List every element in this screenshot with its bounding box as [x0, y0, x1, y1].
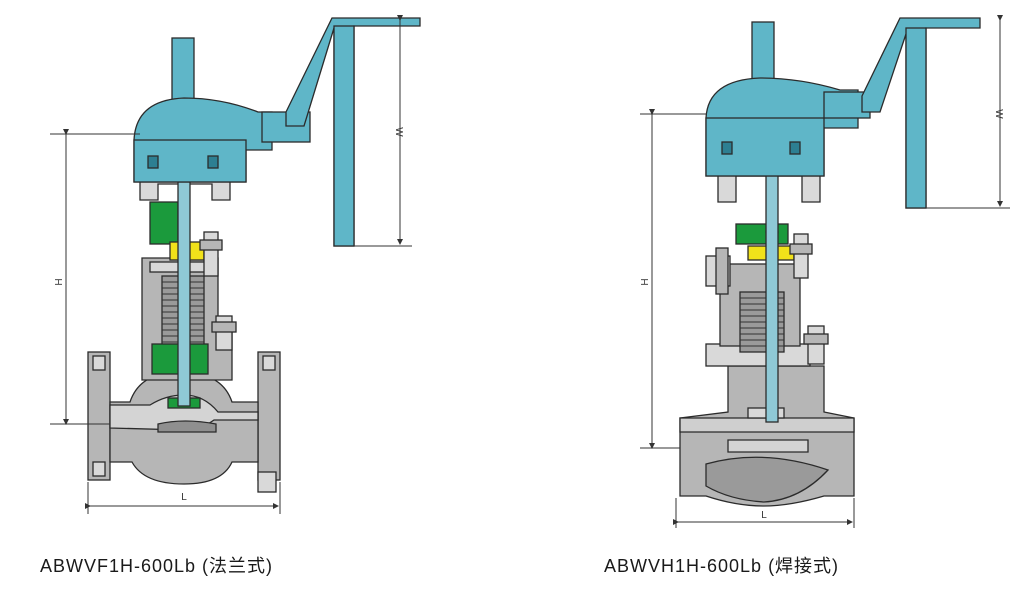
valve-body-welded — [679, 365, 855, 507]
dim-label-l-flanged: L — [181, 492, 187, 503]
dimension-lines-flanged — [50, 15, 412, 514]
packing-upper-flanged — [149, 201, 179, 245]
dim-label-h-flanged: H — [54, 278, 65, 285]
packing-upper-welded — [735, 223, 789, 245]
side-lock-welded — [705, 233, 829, 365]
dim-label-w-flanged: W — [393, 127, 404, 137]
flange-right — [257, 351, 281, 493]
gland-bolts-flanged — [199, 231, 237, 351]
stem-welded — [765, 165, 779, 423]
dim-label-h-welded: H — [640, 278, 651, 285]
caption-flanged: ABWVF1H-600Lb (法兰式) — [40, 556, 274, 576]
flange-left — [87, 351, 111, 481]
dimension-lines-welded — [640, 15, 1010, 528]
valve-body-flanged — [109, 371, 259, 485]
stem-flanged — [177, 175, 191, 407]
actuator-welded — [705, 17, 981, 209]
valve-flanged: H W L — [50, 15, 421, 514]
valve-welded: H W L — [640, 15, 1010, 528]
caption-welded: ABWVH1H-600Lb (焊接式) — [604, 556, 840, 576]
actuator-flanged — [133, 17, 421, 247]
dim-label-w-welded: W — [993, 109, 1004, 119]
dim-label-l-welded: L — [761, 510, 767, 521]
